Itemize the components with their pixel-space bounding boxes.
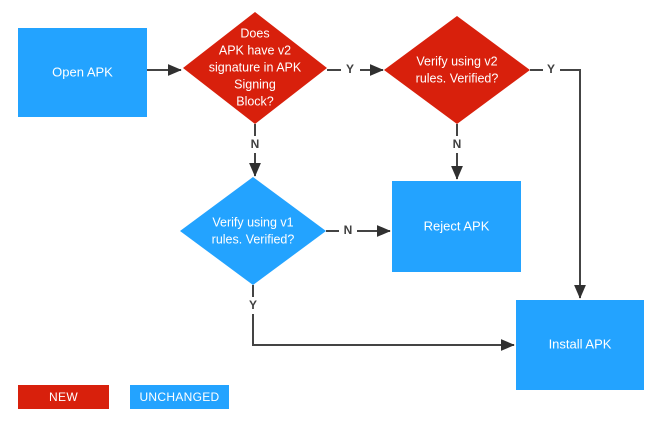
edge-labels-layer: Y N Y N N Y [249,62,555,312]
legend: NEW UNCHANGED [18,385,229,409]
node-verify-v1-shape [180,177,326,285]
node-has-v2-signature[interactable]: Does APK have v2 signature in APK Signin… [183,12,327,124]
node-install-apk[interactable]: Install APK [516,300,644,390]
legend-item-new[interactable]: NEW [18,385,109,409]
node-verify-v2-shape [384,16,530,124]
node-open-apk[interactable]: Open APK [18,28,147,117]
edges-layer [147,64,586,351]
edge-verifyv2-yes-path [560,69,586,299]
edge-label-v2q-yes: Y [346,62,354,76]
legend-swatch-new [18,385,109,409]
node-reject-apk[interactable]: Reject APK [392,181,521,272]
node-reject-apk-shape [392,181,521,272]
node-verify-v2[interactable]: Verify using v2 rules. Verified? [384,16,530,124]
edge-label-verifyv2-no: N [453,137,462,151]
edge-label-verifyv2-yes: Y [547,62,555,76]
edge-label-v2q-no: N [251,137,260,151]
edge-label-verifyv1-yes: Y [249,298,257,312]
edge-verifyv1-yes-path [252,314,515,351]
legend-label-unchanged: UNCHANGED [139,390,219,404]
legend-label-new: NEW [49,390,78,404]
legend-item-unchanged[interactable]: UNCHANGED [130,385,229,409]
node-install-apk-shape [516,300,644,390]
node-open-apk-shape [18,28,147,117]
legend-swatch-unchanged [130,385,229,409]
node-has-v2-signature-shape [183,12,327,124]
node-verify-v1[interactable]: Verify using v1 rules. Verified? [180,177,326,285]
edge-label-verifyv1-no: N [344,223,353,237]
